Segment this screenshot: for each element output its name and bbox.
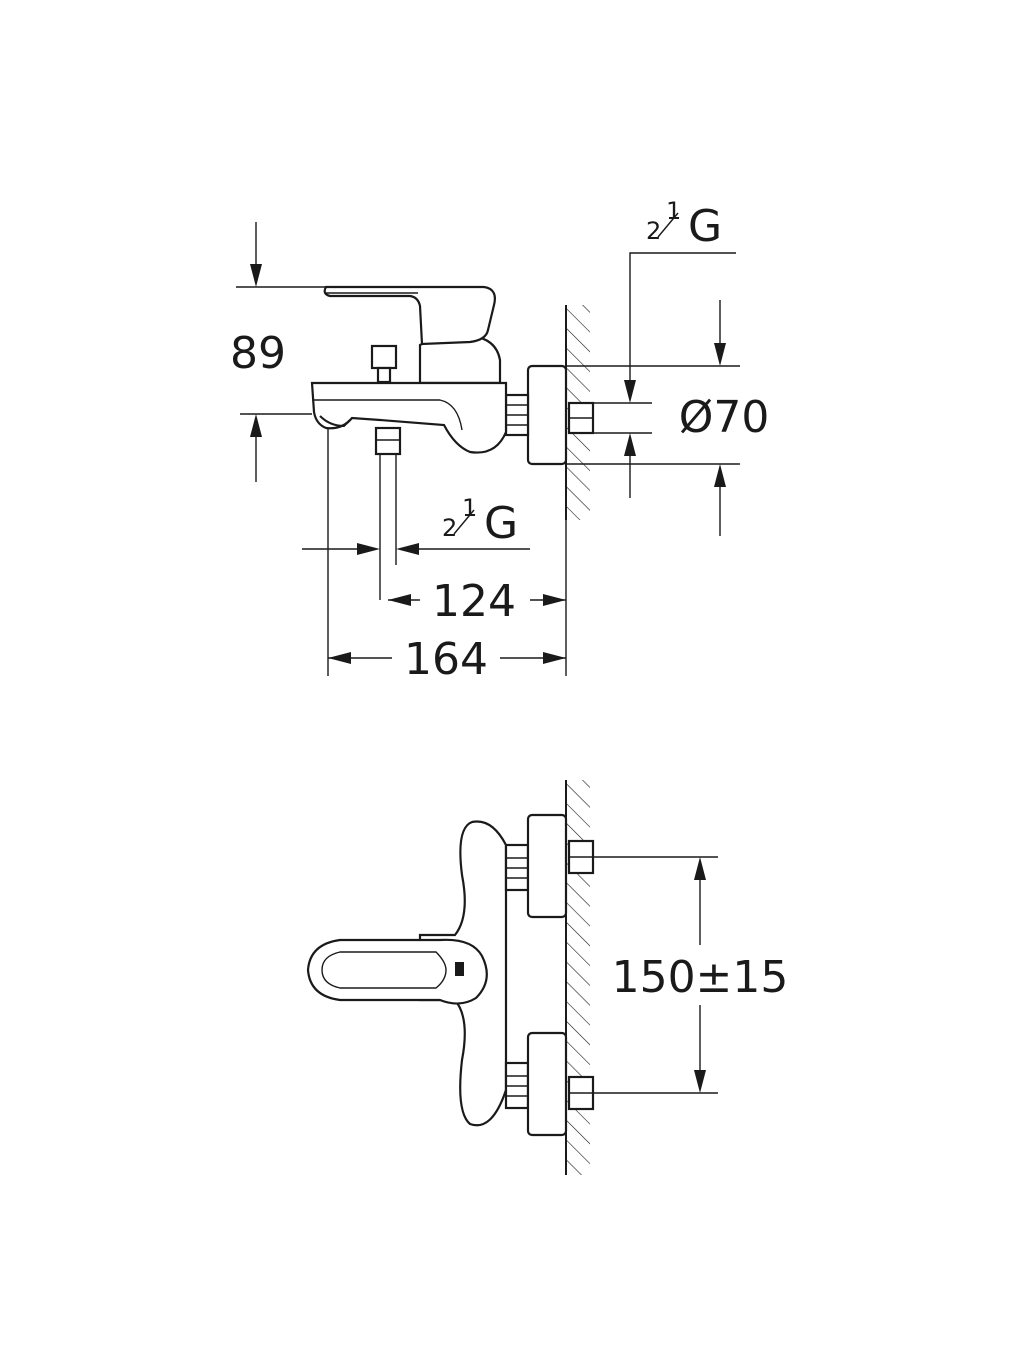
dimension-spacing: 150±15 xyxy=(593,856,789,1094)
dimension-length-outer: 164 xyxy=(327,428,566,685)
thread-bottom-numerator: 1 xyxy=(462,494,477,522)
lower-connection xyxy=(504,1031,595,1137)
body-side xyxy=(310,381,508,454)
dimension-thread-top: G 1 2 xyxy=(593,197,736,498)
length-inner-label: 124 xyxy=(432,576,516,627)
thread-bottom-letter: G xyxy=(484,498,518,549)
diverter-knob-side xyxy=(370,344,398,384)
thread-top-denominator: 2 xyxy=(646,217,661,245)
dimension-thread-bottom: G 1 2 xyxy=(302,494,530,555)
thread-top-letter: G xyxy=(688,201,722,252)
diameter-label: Ø70 xyxy=(679,392,770,443)
upper-connection xyxy=(504,813,595,919)
side-view: 89 Ø70 G 1 2 xyxy=(230,197,769,685)
thread-bottom-denominator: 2 xyxy=(442,514,457,542)
dimension-height: 89 xyxy=(230,222,326,482)
thread-top-numerator: 1 xyxy=(666,197,681,225)
spout-aerator xyxy=(319,415,351,428)
top-view: 150±15 xyxy=(306,780,789,1175)
length-outer-label: 164 xyxy=(404,634,488,685)
bottom-outlet-side xyxy=(374,426,402,600)
connector-side xyxy=(504,393,530,437)
spacing-label: 150±15 xyxy=(612,952,789,1003)
lever-side xyxy=(323,285,496,346)
wall-top xyxy=(565,780,590,1175)
dimension-length-inner: 124 xyxy=(388,520,567,676)
wall-flange-side xyxy=(526,364,568,466)
lever-indicator xyxy=(455,962,464,976)
dimension-diameter: Ø70 xyxy=(566,300,769,536)
height-label: 89 xyxy=(230,328,286,379)
